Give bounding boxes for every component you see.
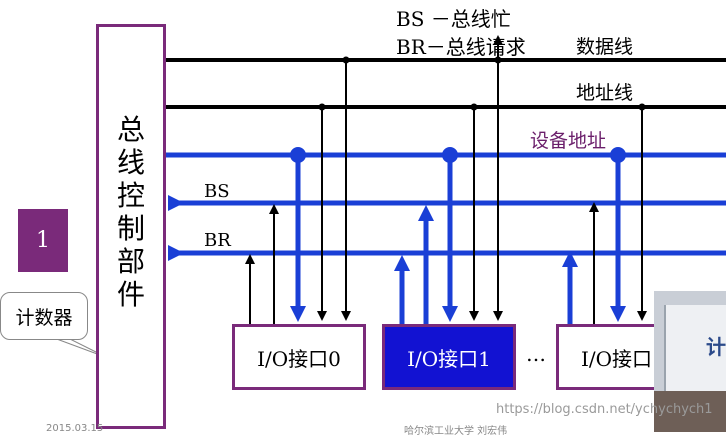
controller-char: 控 <box>116 179 145 212</box>
data-bus-label: 数据线 <box>576 36 634 58</box>
br-legend: BR－总线请求 <box>396 35 526 59</box>
bus-controller: 总 线 控 制 部 件 <box>96 24 166 429</box>
if1-junction <box>442 147 458 163</box>
step-badge-number: 1 <box>36 228 50 253</box>
watermark: https://blog.csdn.net/ychychych1 <box>496 402 713 417</box>
bs-legend: BS －总线忙 <box>396 7 511 31</box>
device-address-label: 设备地址 <box>530 130 607 152</box>
video-whiteboard <box>664 305 726 395</box>
br-signal-label: BR <box>204 230 231 251</box>
io-interface-2: I/O接口 <box>556 324 666 390</box>
video-glyph: 计 <box>706 335 726 359</box>
address-bus-label: 地址线 <box>576 82 634 104</box>
io-interface-1: I/O接口1 <box>382 324 516 390</box>
io-interface-0: I/O接口0 <box>232 324 366 390</box>
controller-char: 总 <box>116 113 145 146</box>
bs-signal-label: BS <box>204 181 230 202</box>
if2-junction <box>610 147 626 163</box>
io-interface-label: I/O接口0 <box>257 346 341 371</box>
if0-addr-dot <box>318 103 326 111</box>
bus-controller-label: 总 线 控 制 部 件 <box>99 113 163 311</box>
counter-callout-text: 计数器 <box>15 306 73 329</box>
step-badge: 1 <box>18 209 68 272</box>
if0-junction <box>290 147 306 163</box>
controller-char: 制 <box>116 212 145 245</box>
if1-addr-dot <box>470 103 478 111</box>
footer-date: 2015.03.15 <box>46 423 104 434</box>
if2-addr-dot <box>638 103 646 111</box>
if0-data-dot <box>342 56 350 64</box>
io-interface-label: I/O接口 <box>581 346 653 371</box>
controller-char: 件 <box>116 278 145 311</box>
video-lecturer <box>654 391 726 432</box>
controller-char: 线 <box>116 146 145 179</box>
io-interface-label: I/O接口1 <box>407 346 491 371</box>
controller-char: 部 <box>116 245 145 278</box>
counter-callout: 计数器 <box>0 292 88 340</box>
ellipsis: … <box>526 342 546 366</box>
footer-university: 哈尔滨工业大学 刘宏伟 <box>404 426 508 437</box>
lecture-video-thumbnail: 计 <box>654 291 726 432</box>
